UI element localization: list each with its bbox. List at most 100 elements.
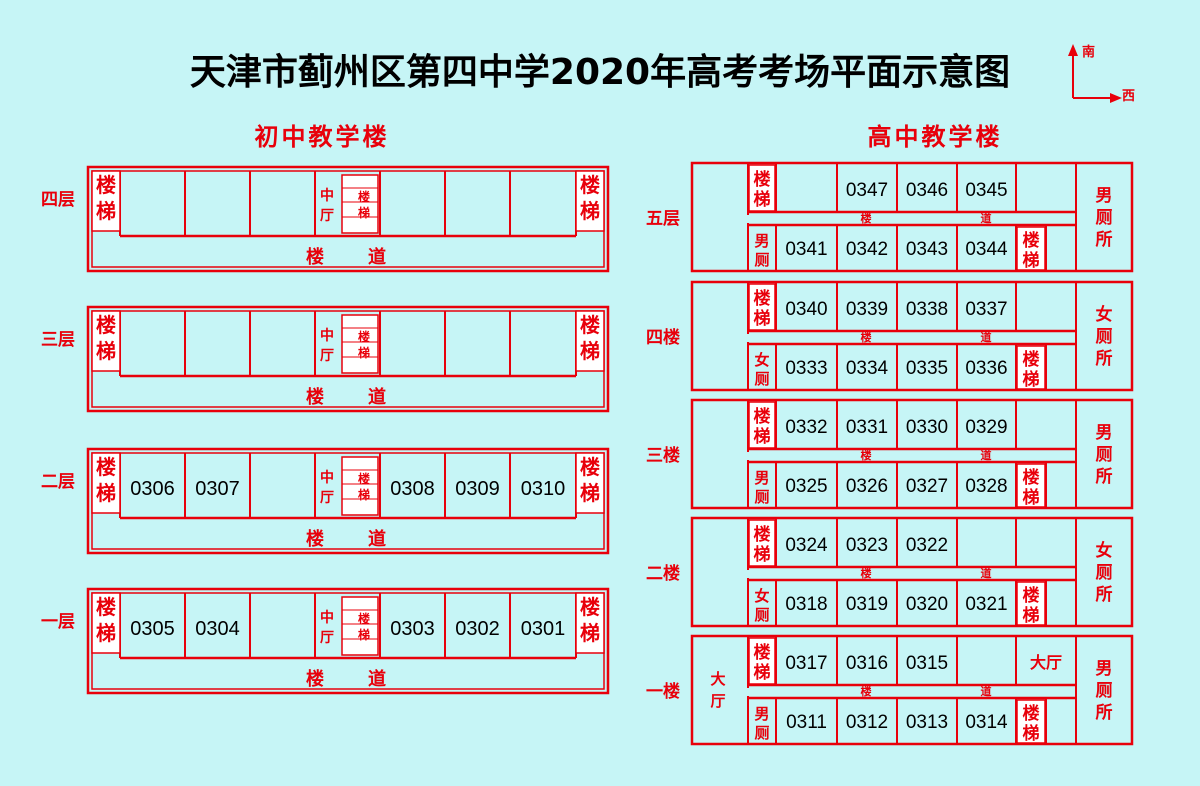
junior-building-title: 初中教学楼 (255, 123, 390, 151)
senior-floor-label: 二楼 (646, 563, 680, 584)
senior-room-number: 0325 (785, 476, 827, 497)
junior-corridor-label: 楼 (306, 528, 324, 550)
junior-floor-2: 三层楼梯楼梯中厅楼梯楼道 (41, 305, 610, 413)
junior-room-number: 0304 (195, 618, 240, 640)
senior-stair-bottom-box (1016, 699, 1046, 744)
senior-room-number: 0312 (846, 712, 888, 733)
junior-stair-left-label-char: 梯 (96, 339, 116, 363)
senior-stair-bottom-label: 楼梯 (1023, 703, 1040, 744)
senior-stair-bottom-label-char: 梯 (1023, 487, 1040, 508)
junior-stair-right-label: 楼梯 (580, 173, 600, 223)
senior-stair-top-box (748, 519, 776, 567)
senior-room-number: 0345 (965, 180, 1007, 201)
senior-room-number: 0347 (846, 180, 888, 201)
junior-inner-stair-box (341, 456, 379, 516)
junior-stair-left-label-char: 楼 (96, 313, 116, 337)
senior-hall-left-label-char: 厅 (710, 692, 725, 710)
senior-stair-top-label-char: 楼 (754, 169, 771, 190)
senior-corridor-label: 楼 (861, 684, 872, 698)
senior-stair-top-label-char: 梯 (754, 662, 771, 683)
senior-stair-bottom-box (1016, 581, 1046, 626)
senior-stair-top-label-char: 楼 (754, 288, 771, 309)
junior-hall-label-char: 中 (320, 609, 334, 626)
senior-floor-label: 五层 (646, 209, 680, 229)
senior-stair-bottom-label-char: 楼 (1023, 703, 1040, 724)
senior-room-number: 0324 (785, 535, 828, 556)
senior-corridor-label: 道 (981, 330, 992, 344)
senior-stair-top-label-char: 楼 (754, 406, 771, 427)
senior-stair-top-label: 楼梯 (754, 406, 771, 447)
senior-stair-bottom-label: 楼梯 (1023, 349, 1040, 390)
junior-stair-right-label-char: 梯 (580, 621, 600, 645)
senior-stair-top-label: 楼梯 (754, 288, 771, 329)
senior-room-number: 0321 (965, 594, 1007, 615)
senior-room-number: 0343 (906, 239, 948, 260)
senior-corridor-label: 楼 (861, 330, 872, 344)
senior-stair-top-label: 楼梯 (754, 169, 771, 210)
senior-floor-label: 四楼 (646, 327, 680, 348)
junior-stair-left-label: 楼梯 (96, 455, 116, 505)
senior-toilet-right-label: 女厕所 (1096, 304, 1113, 369)
senior-room-number: 0317 (785, 653, 827, 674)
senior-room-number: 0327 (906, 476, 948, 497)
senior-room-number: 0313 (906, 712, 948, 733)
senior-toilet-right-label-char: 厕 (1096, 681, 1113, 701)
senior-toilet-left-label: 男厕 (754, 469, 769, 506)
junior-stair-left-box (91, 170, 121, 232)
senior-stair-top-label-char: 梯 (754, 426, 771, 447)
junior-hall-label-char: 中 (320, 327, 334, 344)
junior-stair-right-label: 楼梯 (580, 313, 600, 363)
senior-toilet-left-label: 男厕 (754, 705, 769, 742)
senior-toilet-right-label-char: 所 (1096, 349, 1113, 369)
junior-corridor-label: 道 (368, 386, 386, 408)
senior-toilet-right-label-char: 男 (1096, 659, 1113, 679)
senior-corridor-label: 楼 (861, 566, 872, 580)
senior-stair-top-label-char: 楼 (754, 642, 771, 663)
senior-stair-top-label: 楼梯 (754, 524, 771, 565)
junior-hall-label: 中厅 (320, 327, 334, 364)
junior-stair-right-box (575, 170, 605, 232)
junior-floor-outline (86, 165, 610, 273)
junior-stair-right-label-char: 梯 (580, 481, 600, 505)
senior-room-number: 0346 (906, 180, 948, 201)
junior-stair-right-label-char: 楼 (580, 173, 600, 197)
senior-toilet-right-label-char: 男 (1096, 186, 1113, 206)
senior-stair-top-label-char: 楼 (754, 524, 771, 545)
senior-room-number: 0333 (785, 358, 827, 379)
senior-toilet-left-label-char: 厕 (754, 251, 769, 269)
senior-toilet-left-label-char: 男 (754, 232, 769, 250)
junior-hall-label-char: 厅 (320, 490, 334, 506)
senior-stair-top-label-char: 梯 (754, 308, 771, 329)
senior-stair-bottom-label-char: 楼 (1023, 349, 1040, 370)
senior-hall-right-label: 大厅 (1030, 653, 1062, 672)
junior-inner-stair-char: 梯 (358, 627, 370, 642)
senior-stair-bottom-label: 楼梯 (1023, 467, 1040, 508)
junior-floor-label: 一层 (41, 612, 75, 632)
junior-corridor-label: 道 (368, 668, 386, 690)
senior-room-number: 0336 (965, 358, 1007, 379)
senior-toilet-right-label-char: 女 (1096, 540, 1113, 561)
senior-room-number: 0339 (846, 299, 888, 320)
senior-toilet-left-label-char: 女 (754, 351, 769, 369)
junior-floor-label: 二层 (41, 472, 75, 492)
senior-corridor-label: 道 (981, 566, 992, 580)
senior-room-number: 0344 (965, 239, 1008, 260)
junior-stair-left-label-char: 梯 (96, 481, 116, 505)
senior-hall-left-label-char: 大 (710, 670, 725, 688)
senior-toilet-right-label-char: 厕 (1096, 327, 1113, 347)
senior-toilet-right-label-char: 所 (1096, 230, 1113, 250)
senior-room-number: 0322 (906, 535, 948, 556)
junior-stair-right-box (575, 592, 605, 654)
junior-corridor-label: 楼 (306, 246, 324, 268)
senior-toilet-right-label-char: 女 (1096, 304, 1113, 325)
junior-stair-left-label-char: 梯 (96, 199, 116, 223)
senior-toilet-left-label: 男厕 (754, 232, 769, 269)
